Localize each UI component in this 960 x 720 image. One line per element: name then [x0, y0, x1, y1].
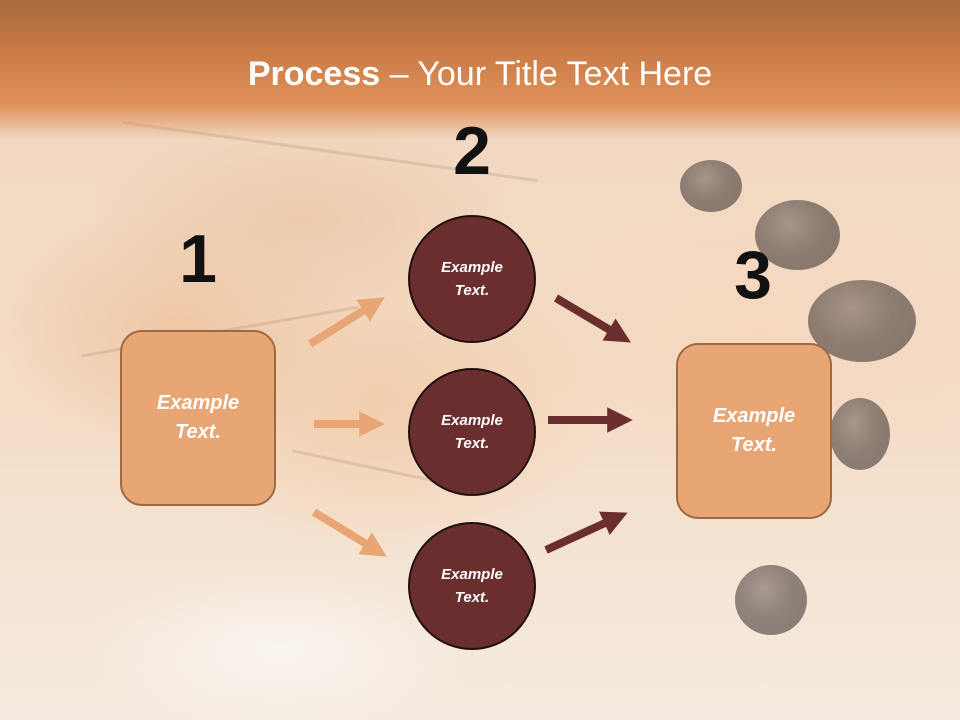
step-number-3: 3: [734, 237, 772, 313]
title-bold: Process: [247, 55, 381, 93]
arrow-to-circle-1: [307, 297, 385, 348]
circle-1-text: Example Text.: [441, 259, 503, 299]
slide-title: Process – Your Title Text Here: [0, 52, 960, 96]
step-number-2: 2: [453, 113, 491, 189]
left-box: Example Text.: [120, 330, 276, 506]
circle-1: Example Text.: [408, 215, 536, 343]
title-rest: – Your Title Text Here: [380, 55, 713, 93]
right-box-text: Example Text.: [712, 405, 796, 456]
circle-3-text: Example Text.: [441, 566, 503, 606]
header-band: [0, 0, 960, 140]
step-number-1: 1: [179, 221, 217, 297]
arrow-from-circle-1: [553, 294, 632, 343]
left-box-text: Example Text.: [156, 392, 240, 443]
circle-2: Example Text.: [408, 368, 536, 496]
arrow-from-circle-3: [544, 511, 628, 554]
circle-3: Example Text.: [408, 522, 536, 650]
circle-2-text: Example Text.: [441, 412, 503, 452]
arrow-to-circle-3: [311, 508, 387, 557]
right-box: Example Text.: [676, 343, 832, 519]
